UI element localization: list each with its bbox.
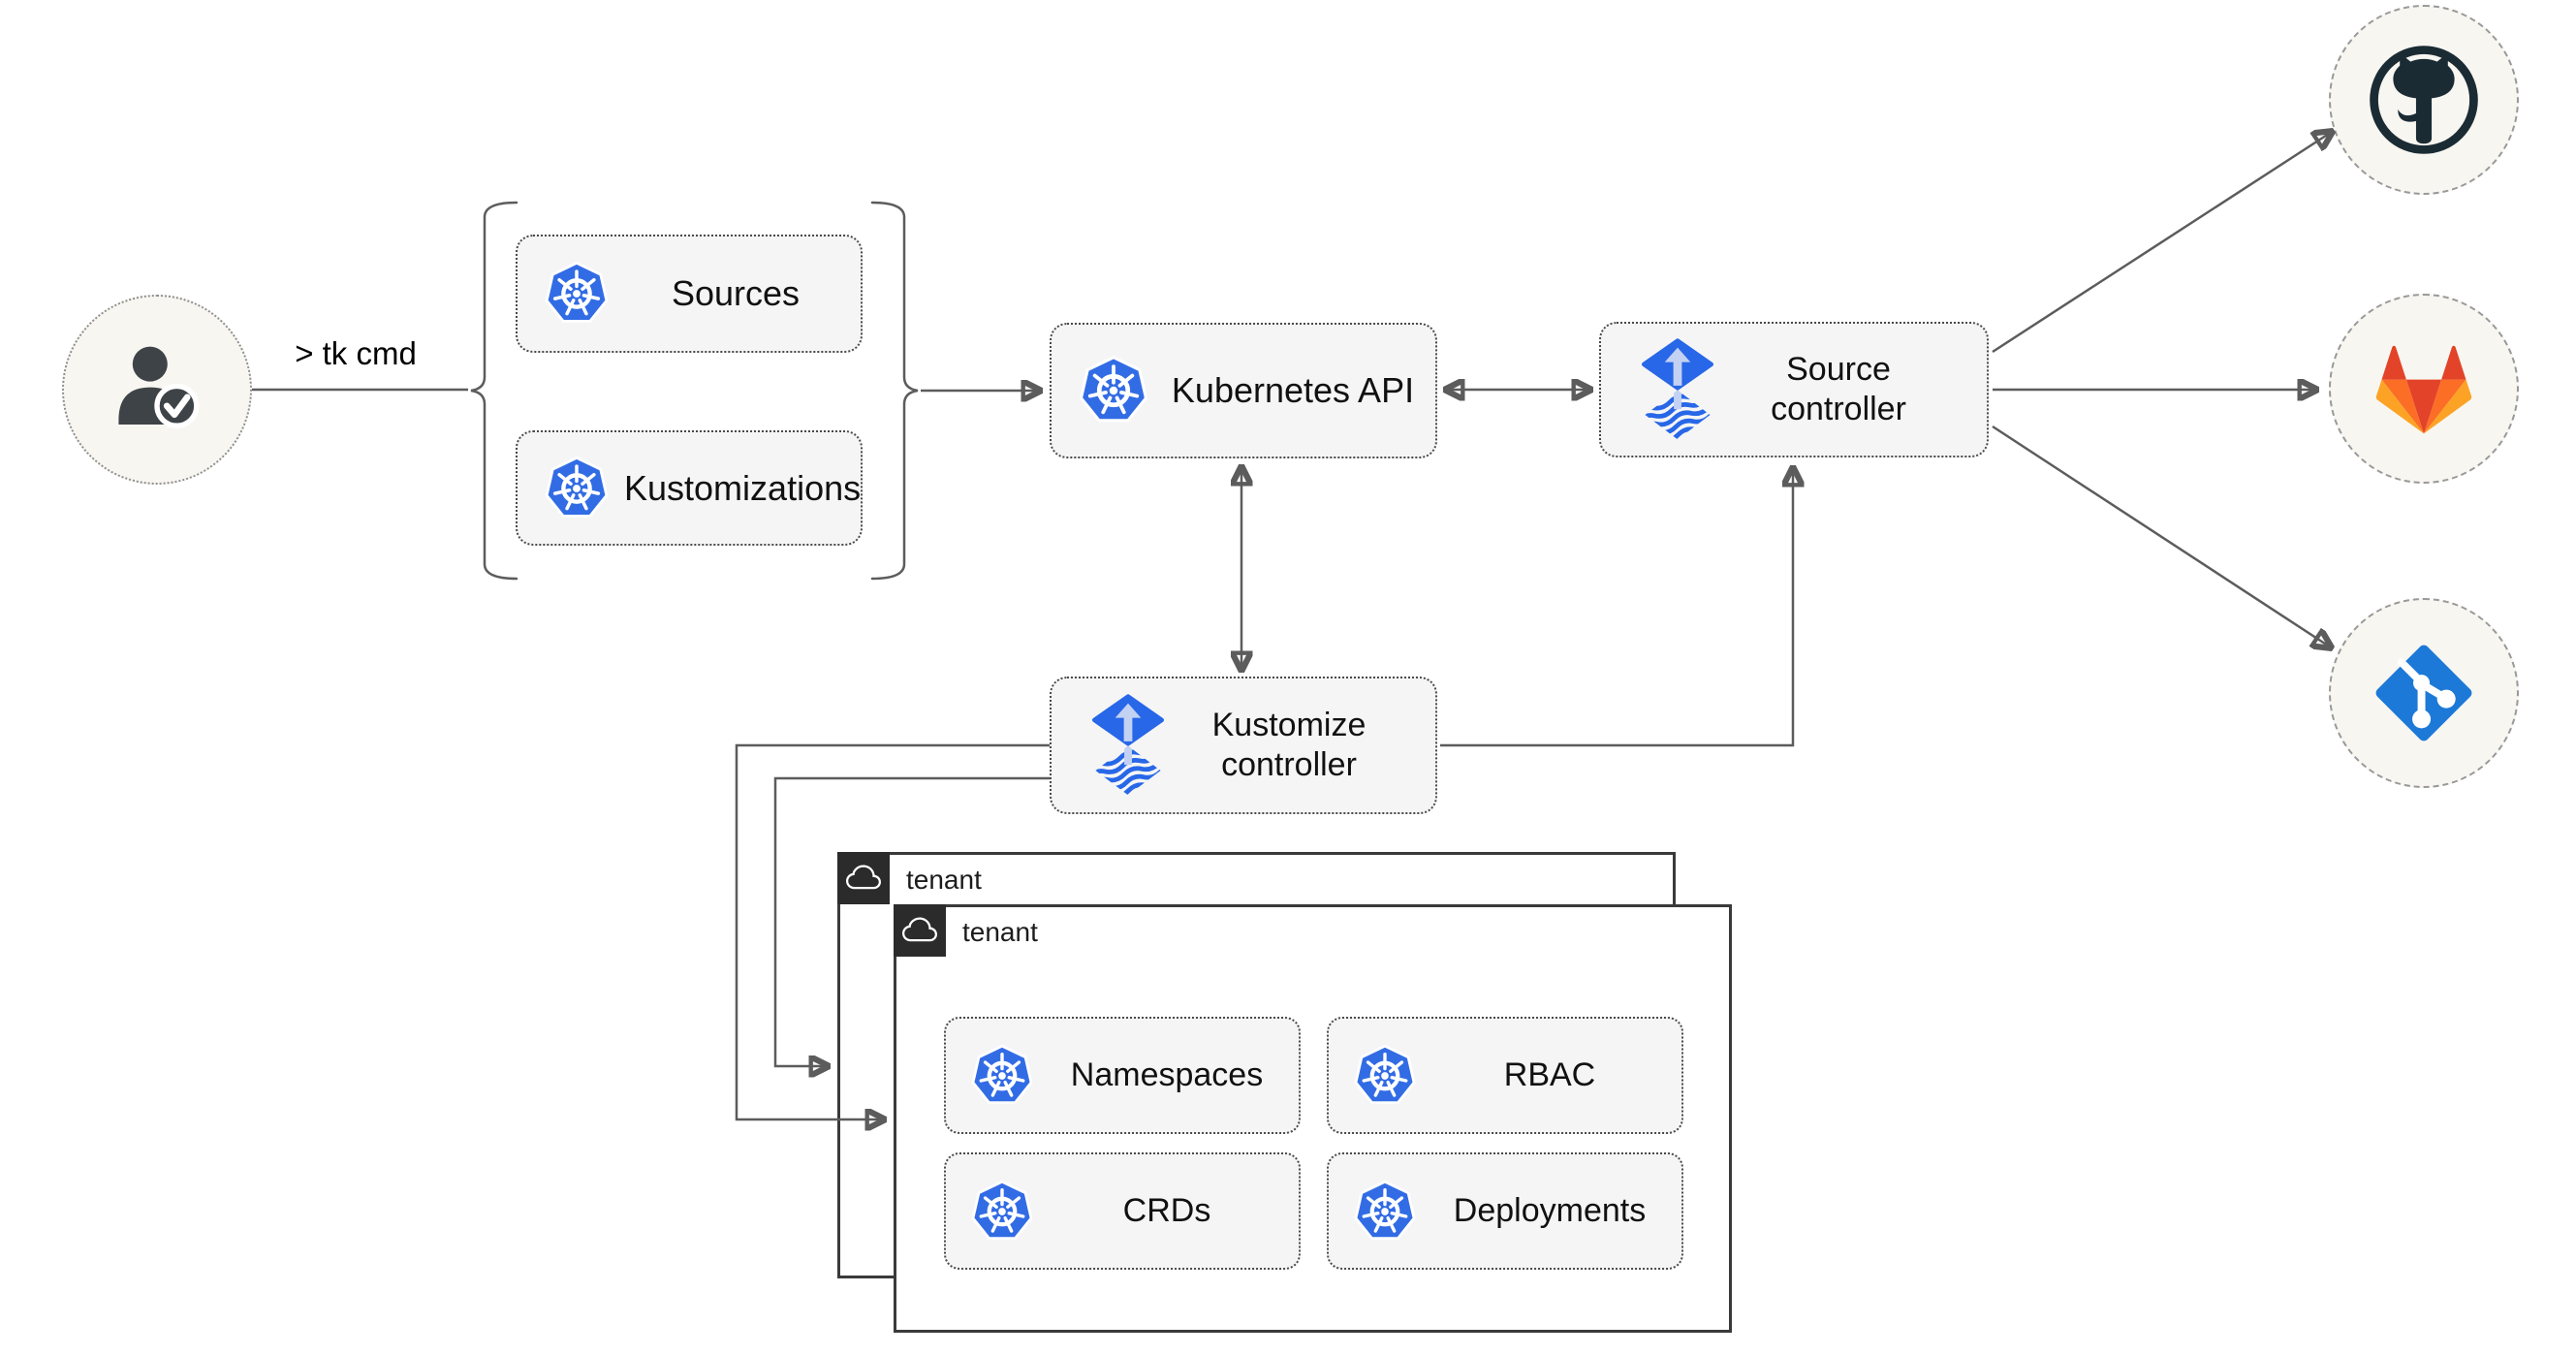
git-icon: [2375, 645, 2472, 741]
user-actor: [62, 295, 252, 485]
node-namespaces-label: Namespaces: [1070, 1056, 1264, 1093]
bracket-left: [470, 201, 518, 581]
node-crds-label: CRDs: [1122, 1192, 1211, 1229]
cloud-tab: [837, 852, 890, 904]
flux-controller-icon: [1642, 338, 1713, 442]
tenant-label: tenant: [906, 865, 982, 895]
kubernetes-icon: [969, 1042, 1035, 1110]
node-kustomize-controller: Kustomize controller: [1050, 677, 1437, 814]
git-repository: [2329, 598, 2519, 788]
cloud-icon: [846, 861, 881, 896]
node-crds: CRDs: [944, 1152, 1301, 1270]
tenant-box-front: tenant Namespaces RBAC CRDs Deployments: [894, 904, 1732, 1333]
kubernetes-icon: [543, 259, 611, 329]
github-repository: [2329, 5, 2519, 195]
gitlab-icon: [2375, 345, 2472, 434]
cloud-icon: [902, 913, 937, 948]
node-sources: Sources: [516, 235, 863, 353]
kubernetes-icon: [1352, 1042, 1418, 1110]
node-deployments: Deployments: [1327, 1152, 1683, 1270]
node-kubernetes-api: Kubernetes API: [1050, 323, 1437, 458]
user-check-icon: [118, 346, 200, 428]
edge-source-to-github: [1992, 132, 2332, 354]
kubernetes-icon: [1077, 353, 1150, 428]
node-source-controller-label: Source controller: [1771, 351, 1906, 427]
tk-cmd-label: > tk cmd: [295, 335, 417, 371]
edge-kustomize-to-source-controller: [1440, 468, 1793, 747]
node-kubernetes-api-label: Kubernetes API: [1171, 370, 1415, 411]
github-icon: [2370, 46, 2478, 154]
node-rbac-label: RBAC: [1503, 1056, 1596, 1093]
tenant-label: tenant: [962, 917, 1038, 947]
node-kustomizations-label: Kustomizations: [624, 467, 862, 508]
node-kustomizations: Kustomizations: [516, 430, 863, 546]
bracket-right: [870, 201, 919, 581]
kubernetes-icon: [543, 454, 611, 523]
node-namespaces: Namespaces: [944, 1017, 1301, 1134]
node-rbac: RBAC: [1327, 1017, 1683, 1134]
node-sources-label: Sources: [671, 273, 801, 314]
edge-source-to-git: [1992, 425, 2331, 647]
node-deployments-label: Deployments: [1453, 1192, 1647, 1229]
kubernetes-icon: [1352, 1178, 1418, 1245]
cloud-tab: [894, 904, 946, 957]
kubernetes-icon: [969, 1178, 1035, 1245]
gitlab-repository: [2329, 294, 2519, 484]
flux-controller-icon: [1092, 694, 1164, 798]
node-source-controller: Source controller: [1599, 322, 1989, 457]
node-kustomize-controller-label: Kustomize controller: [1211, 707, 1367, 783]
